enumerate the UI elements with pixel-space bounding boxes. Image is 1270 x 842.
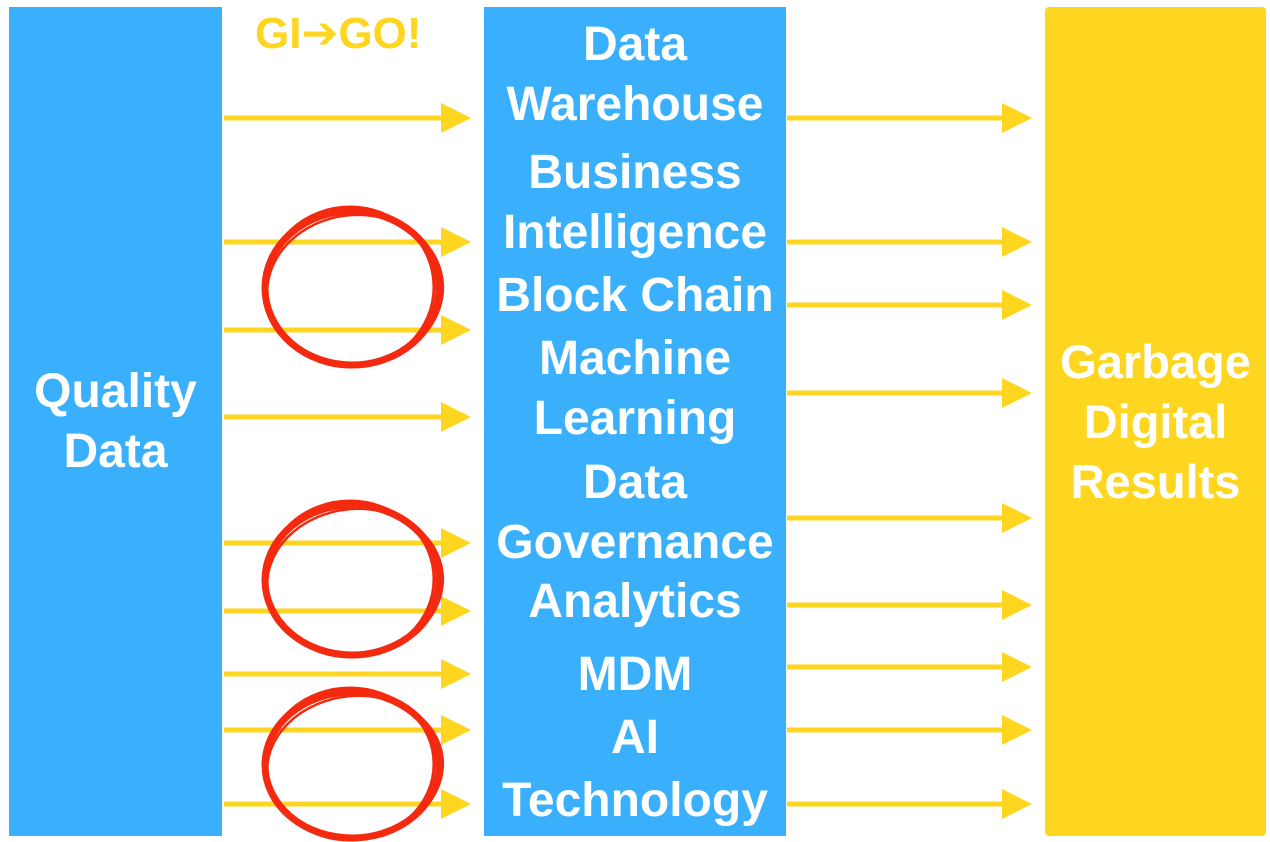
garbage-results-box: Garbage Digital Results [1045,7,1266,836]
red-circle-mark [261,499,445,659]
tech-label-data-governance: Data Governance [496,456,774,569]
red-circle-mark [261,686,445,842]
tech-label-technology: Technology [502,774,768,827]
red-circle-marks [261,205,445,842]
tech-label-business-intelligence: Business Intelligence [502,146,768,259]
output-arrows [787,103,1032,819]
garbage-results-label: Garbage Digital Results [1060,334,1251,508]
quality-data-label: Quality Data [34,364,197,478]
tech-label-block-chain: Block Chain [496,269,774,322]
tech-label-analytics: Analytics [528,575,742,628]
tech-label-machine-learning: Machine Learning [533,332,737,445]
quality-data-box: Quality Data [9,7,222,836]
gigo-slogan: GI➔GO! [255,9,422,58]
tech-label-data-warehouse: Data Warehouse [506,18,764,131]
tech-label-mdm: MDM [577,648,693,701]
red-circle-mark [261,205,445,369]
tech-label-ai: AI [611,711,659,764]
technology-column [484,7,786,836]
input-arrows [224,103,471,819]
